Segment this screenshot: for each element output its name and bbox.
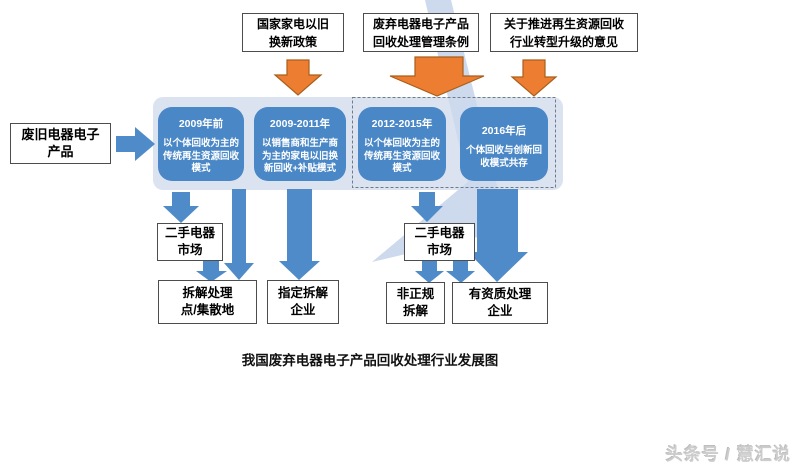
stage-box-after-2016: 2016年后 个体回收与创新回 收模式共存 <box>460 107 548 181</box>
outcome-box-secondhand-market-left: 二手电器 市场 <box>157 223 223 261</box>
watermark-toutiao: 头条号 / 慧汇说 <box>665 445 791 464</box>
policy-arrow-2 <box>389 56 485 97</box>
policy-arrow-1 <box>273 59 323 96</box>
policy-arrow-3 <box>510 59 558 97</box>
stage-box-before-2009: 2009年前 以个体回收为主的 传统再生资源回收 模式 <box>158 107 244 181</box>
stage-description: 个体回收与创新回 收模式共存 <box>465 145 542 169</box>
outcome-box-informal-dismantling: 非正规 拆解 <box>386 282 445 324</box>
policy-box-weee-regulation: 废弃电器电子产品 回收处理管理条例 <box>363 13 479 52</box>
outcome-box-designated-dismantler: 指定拆解 企业 <box>267 280 339 324</box>
stage-period: 2016年后 <box>481 125 527 137</box>
stage2-to-designated-arrow <box>279 189 320 280</box>
secondhand-right-to-qualified-arrow <box>446 261 475 283</box>
current-stage-dashed-outline <box>352 97 556 188</box>
stage-description: 以销售商和生产商 为主的家电以旧换 新回收+补贴模式 <box>261 138 338 175</box>
policy-box-upgrade-opinion: 关于推进再生资源回收 行业转型升级的意见 <box>490 13 638 52</box>
secondhand-right-to-informal-arrow <box>415 261 444 283</box>
secondhand-left-to-dismantling-arrow <box>196 261 227 282</box>
stage-period: 2009年前 <box>178 118 224 130</box>
stage4-to-qualified-arrow <box>468 189 528 282</box>
outcome-box-qualified-processor: 有资质处理 企业 <box>452 282 548 324</box>
stage3-to-secondhand-arrow <box>411 192 443 222</box>
stage1-to-secondhand-arrow <box>163 192 199 223</box>
outcome-box-secondhand-market-right: 二手电器 市场 <box>404 223 475 261</box>
source-to-timeline-arrow <box>116 127 155 161</box>
stage-description: 以个体回收为主的 传统再生资源回收 模式 <box>363 138 440 175</box>
stage-period: 2012-2015年 <box>371 118 433 130</box>
stage-period: 2009-2011年 <box>269 118 331 130</box>
stage1-to-dismantling-point-arrow <box>224 189 254 280</box>
stage-box-2009-2011: 2009-2011年 以销售商和生产商 为主的家电以旧换 新回收+补贴模式 <box>254 107 346 181</box>
policy-box-trade-in: 国家家电以旧 换新政策 <box>242 13 344 52</box>
stage-box-2012-2015: 2012-2015年 以个体回收为主的 传统再生资源回收 模式 <box>358 107 446 181</box>
diagram-caption: 我国废弃电器电子产品回收处理行业发展图 <box>241 353 499 368</box>
outcome-box-dismantling-point: 拆解处理 点/集散地 <box>158 280 257 324</box>
stage-description: 以个体回收为主的 传统再生资源回收 模式 <box>162 138 239 175</box>
source-box-waste-products: 废旧电器电子 产品 <box>10 123 111 164</box>
